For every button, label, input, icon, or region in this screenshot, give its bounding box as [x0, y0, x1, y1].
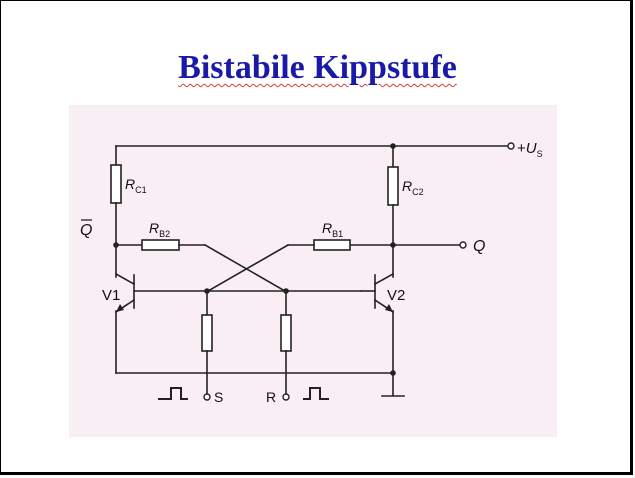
q-label: Q: [473, 238, 485, 255]
v1-label: V1: [102, 287, 120, 304]
junction-dot: [390, 143, 396, 149]
resistor-set: [201, 314, 213, 352]
cross-wire-1: [203, 243, 287, 293]
rb1-label: RB1: [322, 220, 343, 239]
v1-emitter-arrow: [116, 304, 124, 312]
set-terminal: [203, 393, 211, 401]
q-bar-label: Q: [80, 222, 92, 239]
junction-dot: [390, 242, 396, 248]
junction-dot: [204, 288, 210, 294]
rc2-label: RC2: [402, 178, 424, 197]
reset-label: R: [266, 389, 276, 405]
resistor-rc2: [387, 166, 399, 206]
schematic-background: [69, 105, 557, 437]
set-pulse-icon: [158, 387, 188, 400]
resistor-rb1: [313, 239, 351, 251]
junction-dot: [283, 288, 289, 294]
set-label: S: [214, 389, 223, 405]
reset-terminal: [282, 393, 290, 401]
rc1-label: RC1: [125, 176, 147, 195]
v2-label: V2: [387, 287, 405, 304]
supply-label: +US: [517, 140, 543, 159]
cross-wire-2: [206, 243, 290, 293]
junction-dot: [390, 370, 396, 376]
v2-emitter-arrow: [385, 304, 393, 312]
rb2-label: RB2: [149, 220, 170, 239]
v1-collector: [114, 272, 136, 286]
v2-collector: [373, 272, 395, 286]
q-terminal: [459, 241, 467, 249]
resistor-rb2: [141, 239, 180, 251]
slide-title: Bistabile Kippstufe: [178, 49, 457, 86]
supply-terminal: [507, 142, 515, 150]
resistor-reset: [280, 314, 292, 352]
resistor-rc1: [110, 164, 122, 204]
junction-dot: [113, 242, 119, 248]
reset-pulse-icon: [303, 387, 329, 400]
